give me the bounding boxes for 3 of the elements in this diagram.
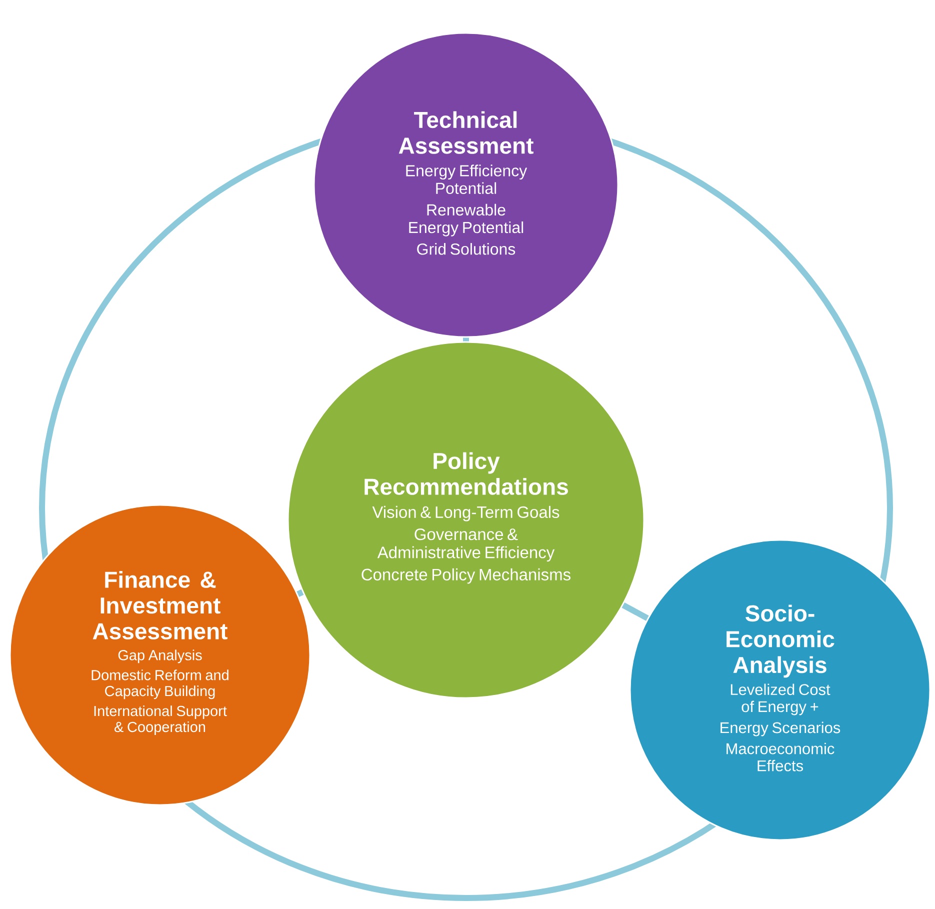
connector-line (622, 602, 649, 621)
connector-line (296, 589, 304, 597)
connector-line (463, 338, 469, 342)
